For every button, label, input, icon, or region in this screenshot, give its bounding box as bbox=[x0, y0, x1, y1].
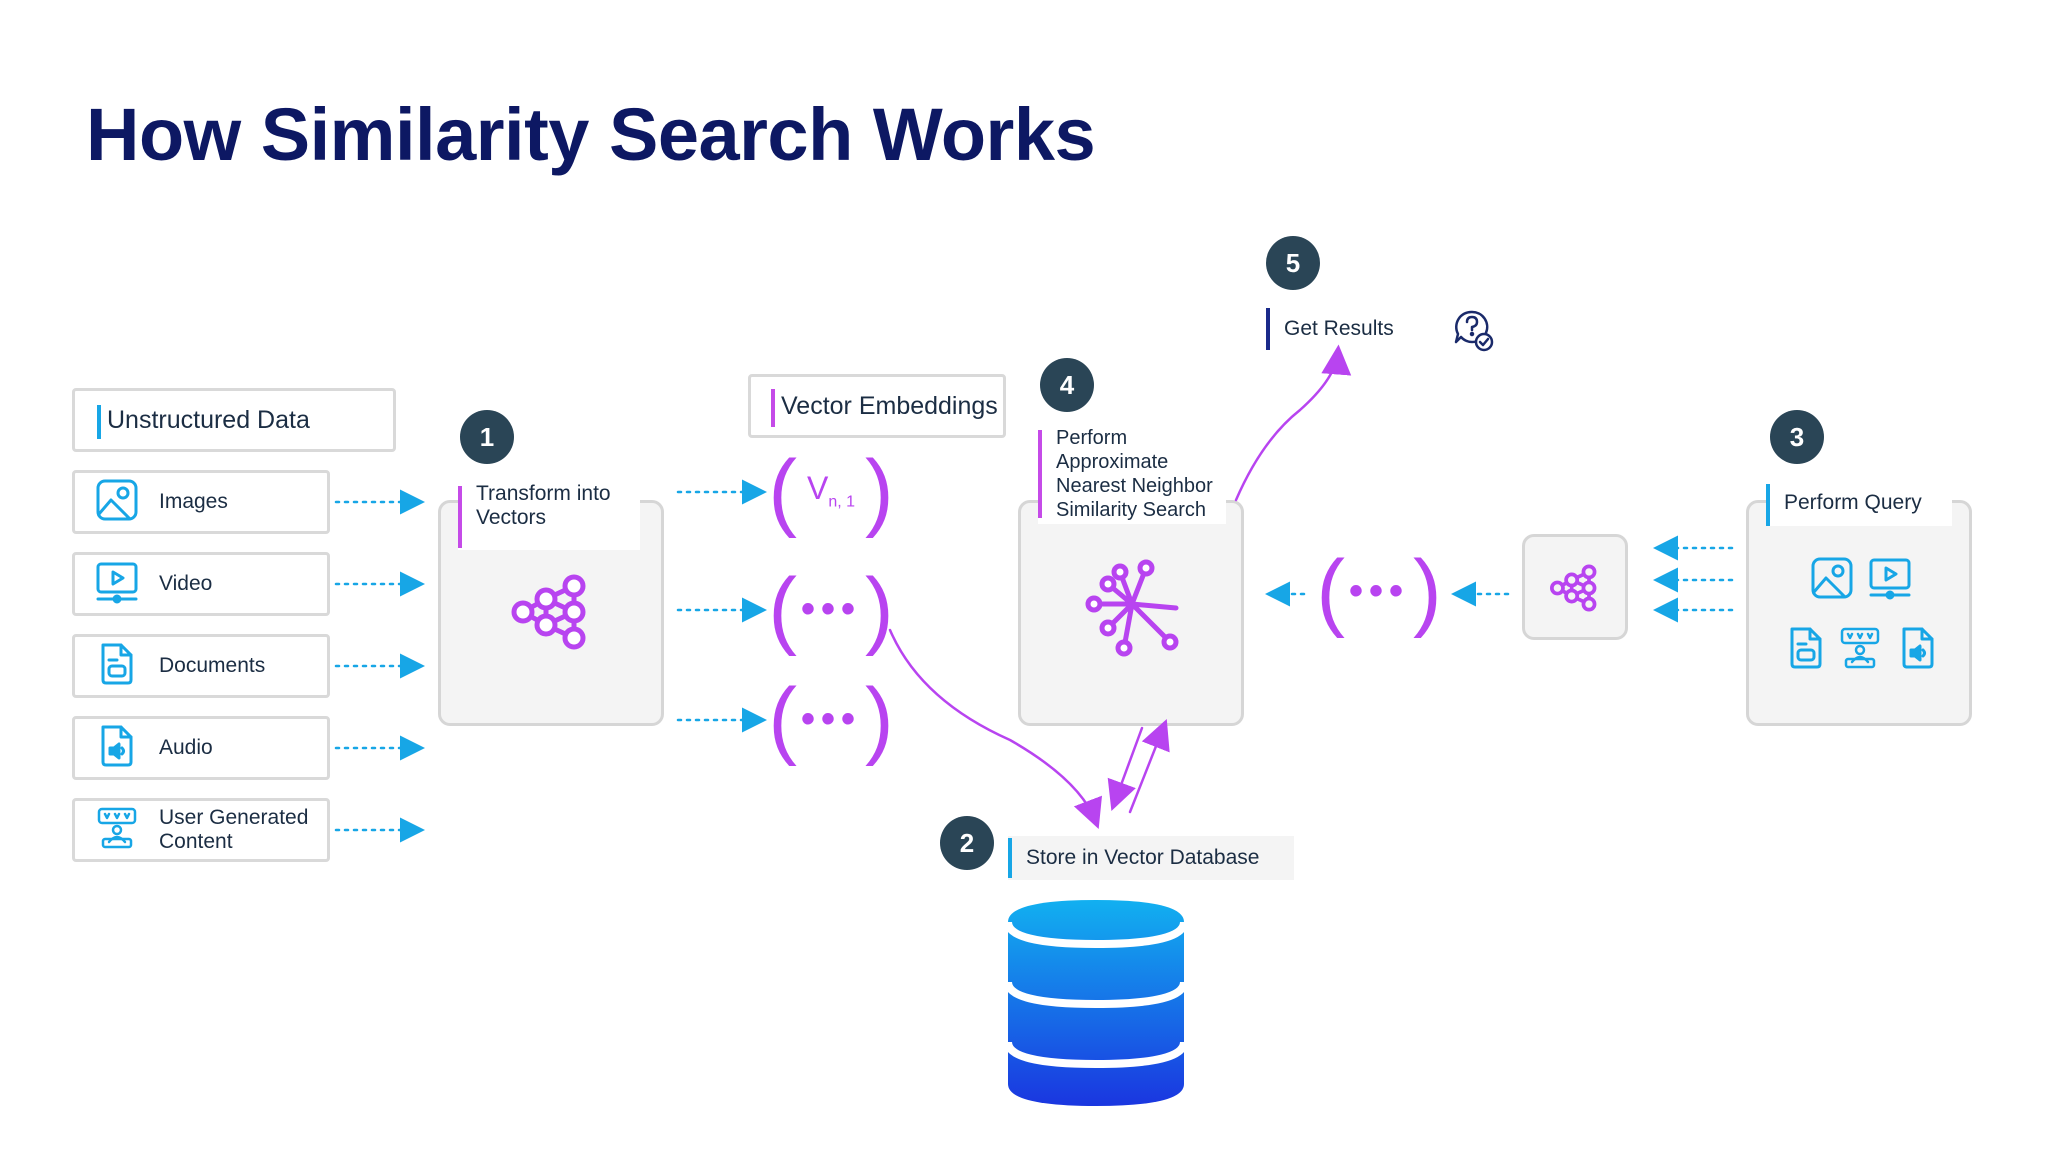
query-model-panel bbox=[1522, 534, 1628, 640]
vector-embedding-first: ( Vn, 1 ) bbox=[760, 446, 902, 536]
document-icon bbox=[1784, 626, 1828, 675]
data-item-label: Video bbox=[159, 572, 213, 595]
bracket-close: ) bbox=[865, 561, 894, 657]
transform-label: Transform into Vectors bbox=[476, 482, 611, 529]
audio-icon bbox=[95, 724, 139, 773]
data-item-video: Video bbox=[72, 552, 330, 616]
vector-embedding-ellipsis: ( ••• ) bbox=[760, 564, 902, 654]
ellipsis: ••• bbox=[800, 696, 861, 741]
query-vector-embedding: ( ••• ) bbox=[1304, 546, 1454, 636]
data-item-label: Documents bbox=[159, 654, 266, 677]
step-1-badge: 1 bbox=[460, 410, 514, 464]
results-label: Get Results bbox=[1284, 317, 1394, 340]
ellipsis: ••• bbox=[800, 586, 861, 631]
question-check-icon bbox=[1452, 308, 1496, 357]
data-item-documents: Documents bbox=[72, 634, 330, 698]
data-item-audio: Audio bbox=[72, 716, 330, 780]
vector-database-icon bbox=[1004, 896, 1188, 1115]
store-label-tag: Store in Vector Database bbox=[1008, 836, 1294, 880]
neural-network-icon bbox=[1548, 562, 1604, 619]
arrow-db-to-ann bbox=[1128, 719, 1170, 814]
data-item-images: Images bbox=[72, 470, 330, 534]
video-icon bbox=[1868, 556, 1912, 605]
vector-embeddings-label: Vector Embeddings bbox=[781, 391, 998, 420]
data-item-label: Audio bbox=[159, 736, 213, 759]
vector-embeddings-heading: Vector Embeddings bbox=[748, 374, 1006, 438]
bracket-close: ) bbox=[865, 443, 894, 539]
data-item-user-generated-content: User Generated Content bbox=[72, 798, 330, 862]
nearest-neighbor-icon bbox=[1072, 544, 1192, 669]
page-title: How Similarity Search Works bbox=[86, 93, 1096, 176]
vector-subscript: n, 1 bbox=[828, 493, 856, 511]
bracket-close: ) bbox=[1413, 543, 1442, 639]
neural-network-icon bbox=[508, 570, 598, 659]
unstructured-data-label: Unstructured Data bbox=[107, 405, 310, 434]
document-icon bbox=[95, 642, 139, 691]
image-icon bbox=[95, 478, 139, 527]
ugc-icon bbox=[95, 806, 139, 855]
ann-label: Perform Approximate Nearest Neighbor Sim… bbox=[1056, 427, 1213, 521]
bracket-open: ( bbox=[768, 443, 797, 539]
bracket-open: ( bbox=[1316, 543, 1345, 639]
store-label: Store in Vector Database bbox=[1026, 846, 1260, 869]
query-label-tag: Perform Query bbox=[1766, 480, 1952, 526]
ugc-icon bbox=[1838, 626, 1882, 675]
ann-label-tag: Perform Approximate Nearest Neighbor Sim… bbox=[1038, 424, 1226, 524]
vector-symbol: Vn, 1 bbox=[807, 470, 855, 511]
step-5-badge: 5 bbox=[1266, 236, 1320, 290]
bracket-open: ( bbox=[768, 561, 797, 657]
image-icon bbox=[1810, 556, 1854, 605]
bracket-close: ) bbox=[865, 671, 894, 767]
vector-symbol-text: V bbox=[806, 470, 829, 507]
audio-icon bbox=[1896, 626, 1940, 675]
step-4-badge: 4 bbox=[1040, 358, 1094, 412]
step-2-badge: 2 bbox=[940, 816, 994, 870]
transform-label-tag: Transform into Vectors bbox=[458, 480, 640, 550]
vector-embedding-ellipsis: ( ••• ) bbox=[760, 674, 902, 764]
ellipsis: ••• bbox=[1348, 568, 1409, 613]
arrow-ann-to-db bbox=[1107, 726, 1144, 812]
bracket-open: ( bbox=[768, 671, 797, 767]
arrow-ann-to-results bbox=[1234, 344, 1352, 502]
unstructured-data-heading: Unstructured Data bbox=[72, 388, 396, 452]
video-icon bbox=[95, 560, 139, 609]
data-item-label: User Generated Content bbox=[159, 806, 309, 853]
step-3-badge: 3 bbox=[1770, 410, 1824, 464]
data-item-label: Images bbox=[159, 490, 228, 513]
query-label: Perform Query bbox=[1784, 491, 1922, 514]
query-panel bbox=[1746, 500, 1972, 726]
results-label-tag: Get Results bbox=[1266, 308, 1436, 350]
